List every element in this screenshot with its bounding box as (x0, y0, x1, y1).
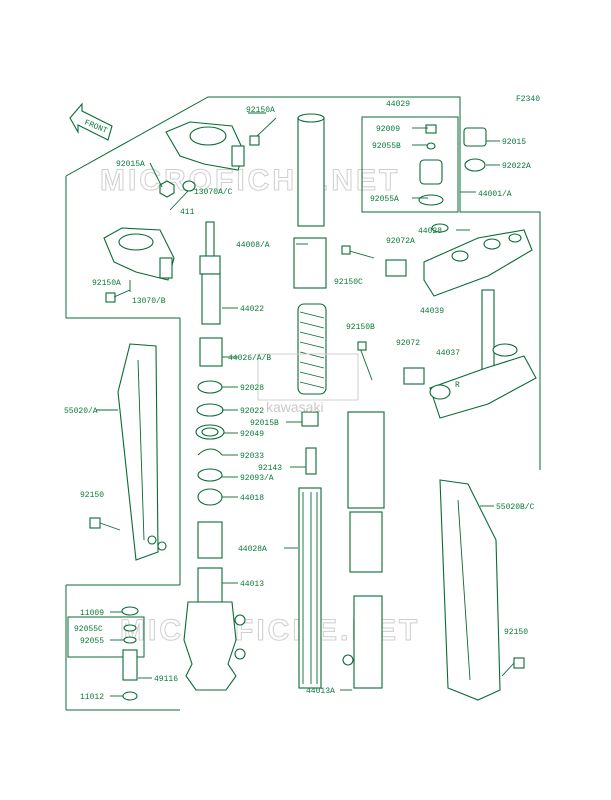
fork-spring-44026 (297, 303, 327, 395)
label-44022: 44022 (240, 305, 264, 314)
label-13070b: 13070/B (132, 297, 166, 306)
bolt-92150a-mid (105, 289, 131, 303)
lower-fork-clamp (103, 227, 175, 281)
label-92150a-mid: 92150A (92, 279, 121, 288)
upper-fork-clamp (165, 121, 245, 171)
fork-guard-55020a (117, 343, 167, 561)
label-92072: 92072 (396, 339, 420, 348)
label-13070ac: 13070A/C (194, 188, 233, 197)
label-44037: 44037 (436, 349, 460, 358)
label-55020bc: 55020B/C (496, 503, 535, 512)
steering-stem-44037 (429, 289, 537, 419)
label-44008a: 44008/A (236, 241, 270, 250)
pin-92143 (305, 447, 317, 475)
collar-92015b (301, 411, 319, 427)
part-labels: 92150A 44029 92009 92055B 92055A 92015 9… (64, 100, 535, 702)
front-arrow-icon: FRONT (69, 102, 113, 141)
bolt-92150a-top (249, 117, 277, 146)
cartridge-44028a (298, 487, 322, 689)
label-44001a: 44001/A (478, 190, 512, 199)
label-44013: 44013 (240, 580, 264, 589)
watermark-top: MICROFICHE.NET (100, 164, 400, 197)
label-44013a: 44013A (306, 687, 335, 696)
label-92009: 92009 (376, 125, 400, 134)
inner-tube-44008 (293, 113, 327, 289)
top-cap-group-44029 (418, 124, 444, 206)
logo-text: kawasaki (266, 399, 324, 415)
label-92093a: 92093/A (240, 474, 274, 483)
label-411: 411 (180, 208, 195, 217)
assembly-frame (65, 96, 541, 711)
label-92028: 92028 (240, 384, 264, 393)
label-92055: 92055 (80, 637, 104, 646)
label-92150c: 92150C (334, 278, 363, 287)
kawasaki-logo: kawasaki (257, 353, 359, 415)
washer-411 (182, 180, 196, 192)
label-44029: 44029 (386, 100, 410, 109)
valve-49116 (121, 606, 139, 701)
label-44039: 44039 (420, 307, 444, 316)
label-92150a-top: 92150A (246, 106, 275, 115)
label-11009: 11009 (80, 609, 104, 618)
label-92015a: 92015A (116, 160, 145, 169)
outer-tube-44013 (183, 521, 246, 691)
bolt-92150b (357, 341, 373, 381)
label-44028: 44028 (418, 227, 442, 236)
label-49116: 49116 (154, 675, 178, 684)
label-92055c: 92055C (74, 625, 103, 634)
bolt-92150c (341, 245, 375, 259)
label-r: R (455, 381, 460, 390)
label-92143: 92143 (258, 464, 282, 473)
label-92055a: 92055A (370, 195, 399, 204)
label-92015b: 92015B (250, 419, 279, 428)
label-44028a: 44028A (238, 545, 267, 554)
seal-stack (195, 380, 225, 506)
label-92150b: 92150B (346, 323, 375, 332)
label-92055b: 92055B (372, 142, 401, 151)
outer-tube-44013a (342, 411, 385, 689)
nut-92015a (159, 180, 175, 198)
label-44026ab: 44026/A/B (228, 354, 271, 363)
leader-lines (96, 112, 500, 697)
damper-rod-44022 (199, 221, 223, 367)
label-92022a: 92022A (502, 162, 531, 171)
clamp-92072 (403, 367, 425, 385)
ref-code: F2340 (516, 95, 540, 104)
label-92150-right: 92150 (504, 628, 528, 637)
fork-guard-55020bc (439, 479, 501, 701)
label-92033: 92033 (240, 452, 264, 461)
cap-bolt-92015 (463, 127, 487, 172)
label-44018: 44018 (240, 494, 264, 503)
upper-bracket-44039 (385, 223, 533, 297)
label-92022: 92022 (240, 407, 264, 416)
label-92150-left: 92150 (80, 491, 104, 500)
label-92049: 92049 (240, 430, 264, 439)
bolt-92150-left (89, 517, 121, 531)
label-92072a: 92072A (386, 237, 415, 246)
label-92015: 92015 (502, 138, 526, 147)
label-55020a: 55020/A (64, 407, 98, 416)
label-11012: 11012 (80, 693, 104, 702)
bolt-92150-right (501, 657, 525, 677)
